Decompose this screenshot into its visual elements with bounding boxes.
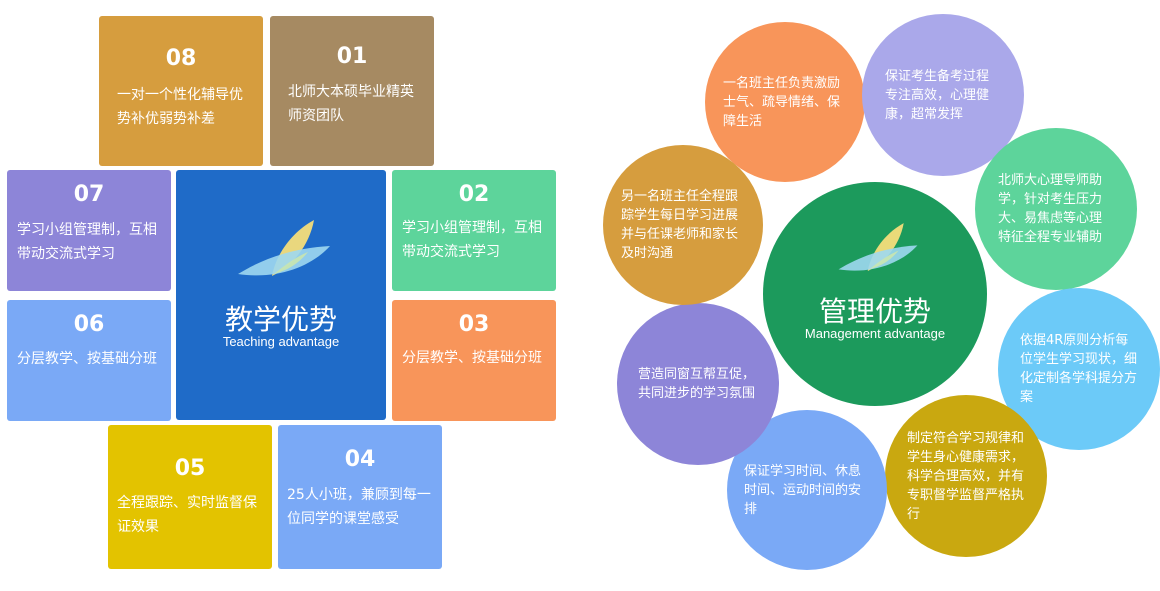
tile-number: 04 [344, 447, 376, 472]
circle-psychology: 北师大心理导师助学，针对考生压力大、易焦虑等心理特征全程专业辅助 [975, 128, 1137, 290]
circle-focus: 保证考生备考过程专注高效，心理健康，超常发挥 [862, 14, 1024, 176]
tile-number: 06 [73, 312, 105, 337]
tile-text: 分层教学、按基础分班 [402, 350, 542, 366]
circle-schedule: 保证学习时间、休息时间、运动时间的安排 [727, 410, 887, 570]
circle-text: 北师大心理导师助学，针对考生压力大、易焦虑等心理特征全程专业辅助 [998, 173, 1103, 245]
tile-number: 08 [165, 46, 197, 71]
tile-08: 08 一对一个性化辅导优势补优弱势补差 [99, 16, 263, 166]
tile-05: 05 全程跟踪、实时监督保证效果 [108, 425, 272, 569]
tile-02: 02 学习小组管理制，互相带动交流式学习 [392, 170, 556, 291]
tile-number: 07 [73, 182, 105, 207]
tile-text: 学习小组管理制，互相带动交流式学习 [17, 222, 157, 262]
tile-number: 01 [336, 44, 368, 69]
circle-supervision: 制定符合学习规律和学生身心健康需求，科学合理高效，并有专职督学监督严格执行 [885, 395, 1047, 557]
tile-07: 07 学习小组管理制，互相带动交流式学习 [7, 170, 171, 291]
circle-text: 依据4R原则分析每位学生学习现状，细化定制各学科提分方案 [1020, 333, 1138, 405]
tile-text: 北师大本硕毕业精英师资团队 [288, 84, 414, 124]
management-title: 管理优势 [818, 295, 931, 328]
leaf-logo-icon [238, 220, 330, 276]
teaching-title: 教学优势 [224, 303, 337, 336]
tile-06: 06 分层教学、按基础分班 [7, 300, 171, 421]
tile-03: 03 分层教学、按基础分班 [392, 300, 556, 421]
circle-motivation: 一名班主任负责激励士气、疏导情绪、保障生活 [705, 22, 865, 182]
teaching-subtitle: Teaching advantage [222, 334, 340, 349]
tile-text: 全程跟踪、实时监督保证效果 [117, 495, 257, 535]
tile-number: 02 [458, 182, 490, 207]
tile-number: 03 [458, 312, 490, 337]
management-center-circle: 管理优势 Management advantage [763, 182, 987, 406]
tile-text: 一对一个性化辅导优势补优弱势补差 [117, 87, 243, 127]
circle-text: 制定符合学习规律和学生身心健康需求，科学合理高效，并有专职督学监督严格执行 [907, 430, 1025, 522]
circle-tracking: 另一名班主任全程跟踪学生每日学习进展并与任课老师和家长及时沟通 [603, 145, 763, 305]
circle-text: 保证考生备考过程专注高效，心理健康，超常发挥 [885, 68, 990, 122]
tile-text: 25人小班，兼顾到每一位同学的课堂感受 [287, 487, 431, 527]
tile-01: 01 北师大本硕毕业精英师资团队 [270, 16, 434, 166]
circle-atmosphere: 营造同窗互帮互促，共同进步的学习氛围 [617, 303, 779, 465]
circle-text: 保证学习时间、休息时间、运动时间的安排 [744, 463, 862, 517]
circle-text: 营造同窗互帮互促，共同进步的学习氛围 [638, 367, 756, 401]
circle-text: 一名班主任负责激励士气、疏导情绪、保障生活 [723, 75, 841, 129]
tile-04: 04 25人小班，兼顾到每一位同学的课堂感受 [278, 425, 442, 569]
circle-text: 另一名班主任全程跟踪学生每日学习进展并与任课老师和家长及时沟通 [621, 189, 739, 261]
management-subtitle: Management advantage [804, 326, 946, 341]
teaching-center-panel: 教学优势 Teaching advantage [176, 170, 386, 420]
tile-text: 学习小组管理制，互相带动交流式学习 [402, 220, 542, 260]
tile-text: 分层教学、按基础分班 [17, 351, 157, 367]
leaf-logo-icon [838, 223, 918, 272]
tile-number: 05 [174, 456, 206, 481]
